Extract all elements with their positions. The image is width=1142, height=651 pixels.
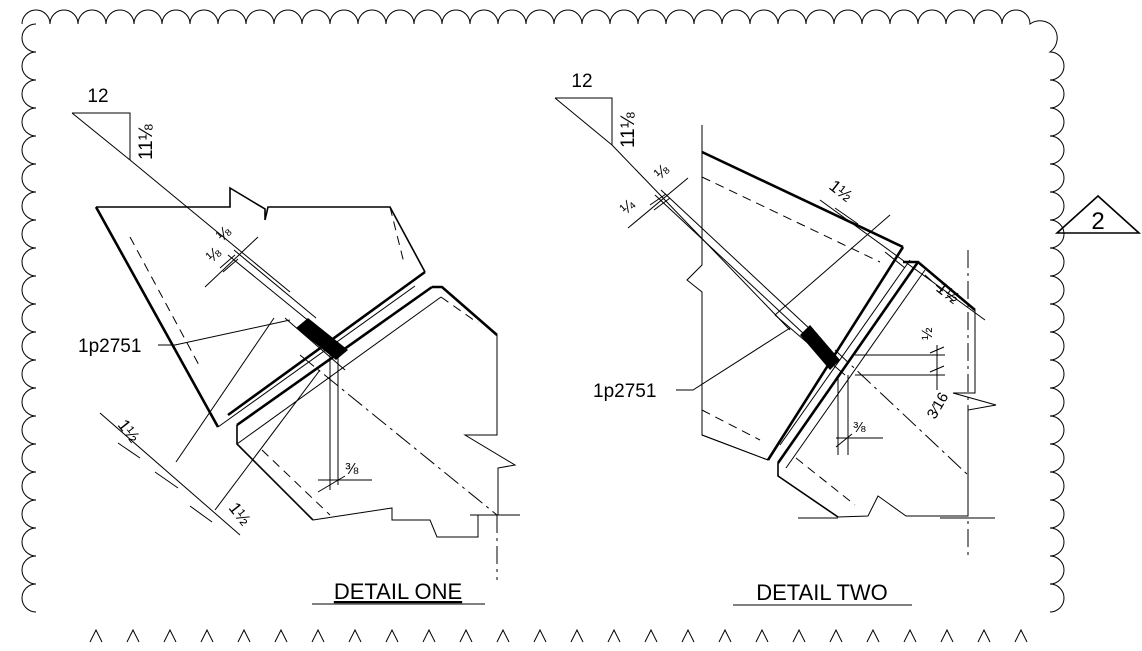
detail-one-dim-left-bottom: 1½ (225, 499, 255, 529)
revision-triangle: 2 (1054, 194, 1142, 235)
detail-one: 12 11⅛ (71, 86, 520, 605)
detail-two-upper-member (686, 125, 911, 461)
revision-cloud-top-right (21, 9, 1065, 613)
detail-two-dim-three-eighths: ⅜ (853, 419, 866, 436)
detail-one-upper-member (94, 186, 426, 428)
detail-two-plate-mark-label: 1p2751 (593, 381, 656, 402)
detail-one-gap-lower: ⅛ (203, 244, 225, 266)
detail-one-lower-member (236, 285, 520, 580)
detail-two-slope-run: 12 (571, 71, 592, 92)
detail-two-slope-triangle: 12 11⅛ (554, 71, 639, 148)
revision-number: 2 (1091, 208, 1104, 235)
detail-two-gap-lower: ¼ (617, 196, 639, 218)
revision-cloud-bottom (89, 628, 1028, 643)
detail-one-gap-dims: ⅛ ⅛ (203, 223, 259, 288)
detail-two-dim-top: 1½ (826, 176, 856, 206)
detail-two-gap-upper: ⅛ (651, 161, 673, 183)
revision-cloud-left (21, 23, 37, 613)
detail-one-plate-mark-label: 1p2751 (78, 336, 141, 357)
detail-two-gap-dims: ¼ ⅛ (617, 161, 689, 229)
detail-one-slope-run: 12 (87, 86, 108, 107)
detail-two-lower-member (776, 250, 997, 560)
detail-two: 12 11⅛ (554, 71, 997, 606)
detail-two-dim-half: ½ (919, 327, 936, 340)
detail-two-title: DETAIL TWO (756, 580, 888, 605)
detail-two-slope-rise: 11⅛ (618, 112, 639, 148)
detail-one-plate-mark: 1p2751 (78, 319, 291, 357)
detail-one-gap-upper: ⅛ (213, 223, 235, 245)
detail-one-title: DETAIL ONE (334, 579, 462, 604)
detail-two-plate (774, 214, 945, 455)
revision-cloud (21, 9, 1065, 643)
detail-one-slope-triangle: 12 11⅛ (71, 86, 157, 161)
detail-two-dims: 1½ 1½ ½ 3⁄16 ⅜ (819, 176, 986, 448)
detail-one-slope-rise: 11⅛ (136, 124, 157, 160)
detail-two-plate-mark: 1p2751 (593, 327, 791, 402)
detail-two-dim-three-sixteenths: 3⁄16 (924, 390, 952, 422)
detail-one-dim-left-top: 1½ (114, 416, 144, 446)
detail-two-dim-right: 1½ (933, 278, 963, 308)
detail-one-dim-bottom: ⅜ (345, 461, 359, 478)
detail-one-plate (175, 317, 348, 511)
detail-one-dims: 1½ 1½ ⅜ (99, 412, 372, 536)
